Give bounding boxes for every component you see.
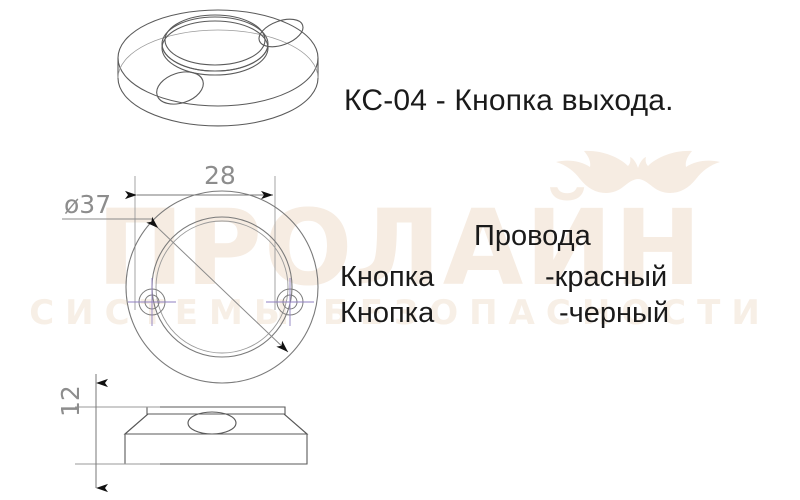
dimension-label-37: ø37	[64, 190, 112, 219]
view-isometric	[117, 9, 319, 127]
view-top	[62, 176, 319, 384]
wire-row-1-part: Кнопка	[340, 261, 435, 293]
dimension-12	[75, 378, 160, 493]
wire-row-2-part: Кнопка	[340, 297, 435, 329]
screw-hole-right	[266, 278, 314, 326]
dimension-label-28: 28	[204, 161, 236, 190]
page-title: КС-04 - Кнопка выхода.	[344, 84, 674, 117]
view-side	[123, 406, 309, 465]
wire-row-1-color: -красный	[545, 261, 668, 293]
wires-heading: Провода	[474, 220, 591, 252]
dimension-label-12: 12	[56, 385, 85, 417]
wire-row-2-color: -черный	[559, 297, 670, 329]
dimension-37-leader	[62, 216, 289, 353]
